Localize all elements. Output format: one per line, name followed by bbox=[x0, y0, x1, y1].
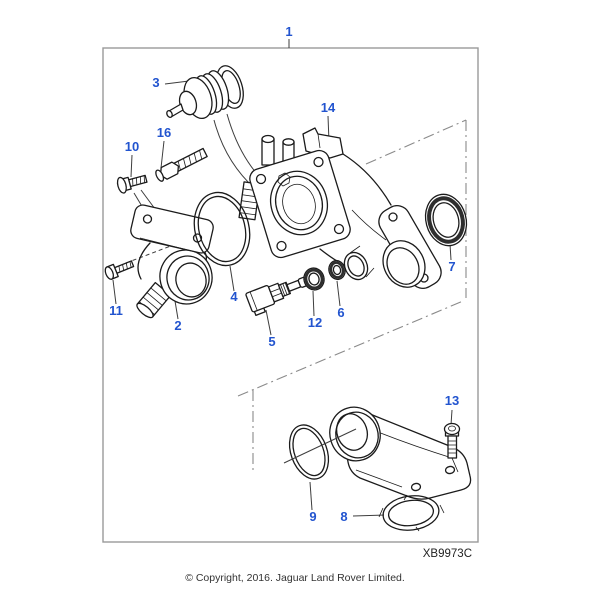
callout-10[interactable]: 10 bbox=[125, 139, 139, 154]
callout-14[interactable]: 14 bbox=[321, 100, 336, 115]
callout-7[interactable]: 7 bbox=[448, 259, 455, 274]
inlet-elbow-part bbox=[329, 406, 472, 500]
water-outlet-part bbox=[130, 204, 214, 319]
thermostat-part bbox=[166, 65, 244, 120]
stud-part bbox=[155, 147, 208, 182]
elbow-oring-part bbox=[283, 424, 357, 480]
copyright-note: © Copyright, 2016. Jaguar Land Rover Lim… bbox=[185, 572, 405, 584]
outlet-oring-part bbox=[193, 191, 251, 267]
outlet-seal-part bbox=[328, 259, 346, 281]
callout-6[interactable]: 6 bbox=[337, 305, 344, 320]
callout-9[interactable]: 9 bbox=[309, 509, 316, 524]
callout-2[interactable]: 2 bbox=[174, 318, 181, 333]
figure-code: XB9973C bbox=[423, 548, 472, 560]
callout-8[interactable]: 8 bbox=[340, 509, 347, 524]
callout-11[interactable]: 11 bbox=[109, 303, 123, 318]
phantom-zone-lines bbox=[237, 119, 467, 472]
callouts: 1 2 3 4 5 6 7 8 9 10 11 12 13 14 16 bbox=[109, 24, 459, 524]
callout-5[interactable]: 5 bbox=[268, 334, 275, 349]
socket-bolt-part bbox=[104, 260, 135, 280]
housing-seal-part bbox=[424, 193, 468, 247]
callout-3[interactable]: 3 bbox=[152, 75, 159, 90]
callout-16[interactable]: 16 bbox=[157, 125, 171, 140]
callout-12[interactable]: 12 bbox=[308, 315, 322, 330]
callout-1[interactable]: 1 bbox=[285, 24, 292, 39]
thermostat-housing-part bbox=[238, 127, 442, 289]
diagram-border bbox=[102, 47, 479, 543]
flanged-bolt-part bbox=[116, 174, 148, 194]
elbow-gasket-part bbox=[378, 494, 445, 532]
sensor-washer-part bbox=[303, 267, 325, 291]
elbow-bolt-part bbox=[443, 422, 461, 459]
callout-4[interactable]: 4 bbox=[230, 289, 238, 304]
callout-13[interactable]: 13 bbox=[445, 393, 459, 408]
